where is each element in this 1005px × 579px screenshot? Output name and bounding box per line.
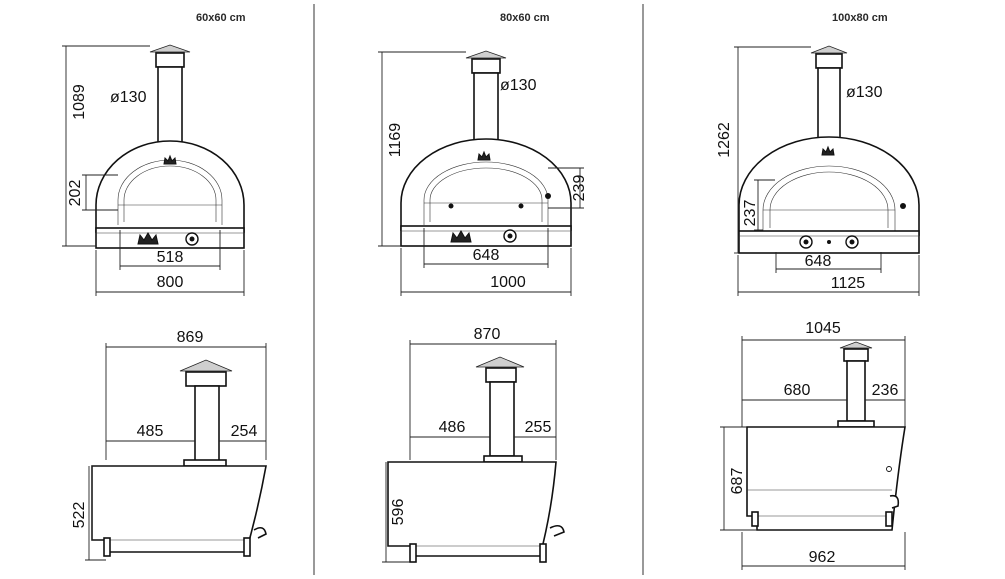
oven-base [400, 225, 572, 247]
gas-knob-icon [185, 232, 199, 246]
chimney-pipe [157, 66, 183, 148]
crown-logo-icon [163, 154, 177, 165]
back-to-flue-dim: 486 [439, 419, 466, 436]
model-size-title: 100x80 cm [832, 12, 888, 24]
front-height-dim: 1089 [71, 84, 88, 120]
base-width-dim: 962 [809, 549, 836, 566]
model-80x60: 80x60 cm 1169 [378, 12, 588, 563]
oven-dome [738, 136, 920, 236]
front-width-dim: 1000 [490, 274, 526, 291]
side-view: 870 869 485 254 522 [71, 329, 267, 561]
oven-dome [400, 138, 572, 231]
mouth-height-dim: 202 [67, 180, 84, 207]
front-view: 1169 ø130 239 648 1000 [378, 50, 588, 296]
chimney-pipe [846, 360, 866, 422]
oven-body-side [746, 426, 906, 531]
oven-dome [95, 140, 245, 233]
front-width-dim: 1125 [831, 275, 866, 292]
chimney-cap [810, 45, 848, 54]
back-to-flue-dim: 485 [137, 423, 164, 440]
flue-diameter-dim: ø130 [846, 84, 883, 101]
chimney-pipe [817, 67, 841, 141]
side-handle [889, 494, 900, 509]
crown-logo-icon [821, 145, 835, 156]
back-to-flue-dim: 680 [784, 382, 811, 399]
front-height-dim: 1262 [716, 122, 733, 158]
side-view: 1045 680 236 687 962 [720, 320, 906, 570]
front-view: 1262 ø130 237 648 1125 [716, 45, 920, 296]
flue-diameter-dim: ø130 [500, 77, 537, 94]
mouth-height-dim: 239 [571, 175, 588, 202]
crown-logo-icon [450, 229, 472, 243]
gas-knob-icon [503, 229, 517, 243]
gas-knob-icon [799, 235, 813, 249]
side-height-dim: 687 [729, 468, 746, 495]
model-size-title: 60x60 cm [196, 12, 246, 24]
chimney-pipe [473, 72, 499, 146]
crown-logo-icon [477, 150, 491, 161]
front-height-dim: 1169 [387, 123, 404, 158]
side-handle [549, 524, 565, 537]
mouth-width-dim: 648 [473, 247, 500, 264]
chimney-cap [475, 356, 525, 368]
oven-body-side [91, 465, 267, 553]
chimney-cap [465, 50, 507, 59]
model-60x60: 60x60 cm [62, 12, 267, 561]
side-handle [253, 526, 267, 539]
model-100x80: 100x80 cm 12 [716, 12, 920, 570]
side-depth-dim: 1045 [805, 320, 841, 337]
flue-diameter-dim: ø130 [110, 89, 147, 106]
mouth-width-dim: 518 [157, 249, 184, 266]
side-height-dim: 522 [71, 502, 88, 529]
flue-to-front-dim: 236 [872, 382, 899, 399]
oven-base [95, 227, 245, 249]
side-depth-dim: 870 [474, 326, 501, 343]
front-view: 1089 ø130 202 518 800 [62, 44, 245, 296]
chimney-pipe [489, 381, 515, 457]
front-width-dim: 800 [157, 274, 184, 291]
side-height-dim: 596 [390, 499, 407, 526]
crown-logo-icon [137, 231, 159, 245]
chimney-cap [149, 44, 191, 53]
gas-knob-icon [845, 235, 859, 249]
mouth-height-dim: 237 [742, 200, 759, 227]
mouth-width-dim: 648 [805, 253, 832, 270]
oven-body-side [387, 461, 557, 557]
side-view: 870 486 255 596 [382, 326, 565, 563]
chimney-pipe [194, 385, 220, 462]
model-size-title: 80x60 cm [500, 12, 550, 24]
side-depth-dim: 869 [177, 329, 204, 346]
chimney-cap [179, 359, 233, 372]
flue-to-front-dim: 254 [231, 423, 258, 440]
flue-to-front-dim: 255 [525, 419, 552, 436]
chimney-cap [839, 341, 873, 349]
